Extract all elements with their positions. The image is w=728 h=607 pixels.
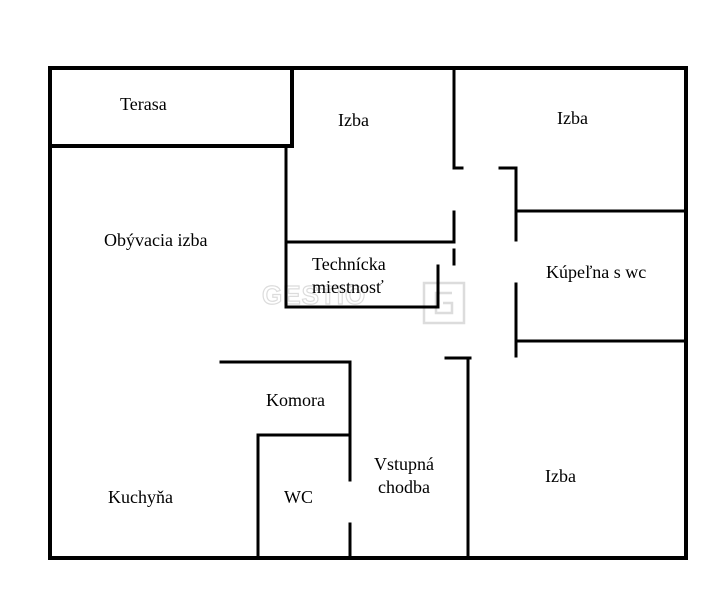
gestio-logo bbox=[422, 281, 466, 325]
room-label-izba-3: Izba bbox=[545, 466, 576, 486]
outer-wall bbox=[48, 66, 688, 560]
outer-walls bbox=[48, 66, 688, 560]
room-label-komora: Komora bbox=[266, 390, 325, 410]
room-label-technicka-line1: Technícka bbox=[312, 254, 386, 274]
room-label-kupelna: Kúpeľna s wc bbox=[546, 262, 646, 282]
room-label-technicka-line2: miestnosť bbox=[312, 277, 384, 297]
room-label-vstupna-line1: Vstupná bbox=[374, 454, 434, 474]
room-label-izba-1: Izba bbox=[338, 110, 369, 130]
room-label-obyvacia-izba: Obývacia izba bbox=[104, 230, 207, 250]
room-labels: Terasa Izba Izba Obývacia izba Technícka… bbox=[104, 94, 646, 507]
room-label-wc: WC bbox=[284, 487, 313, 507]
room-label-kuchyna: Kuchyňa bbox=[108, 487, 173, 507]
room-label-izba-2: Izba bbox=[557, 108, 588, 128]
room-label-vstupna-line2: chodba bbox=[378, 477, 430, 497]
interior-walls bbox=[219, 66, 688, 560]
terrace-walls bbox=[48, 66, 294, 148]
watermark-text: GESTIO bbox=[262, 280, 366, 310]
bathroom-door-jamb-top bbox=[498, 166, 518, 242]
room-label-terasa: Terasa bbox=[120, 94, 167, 114]
